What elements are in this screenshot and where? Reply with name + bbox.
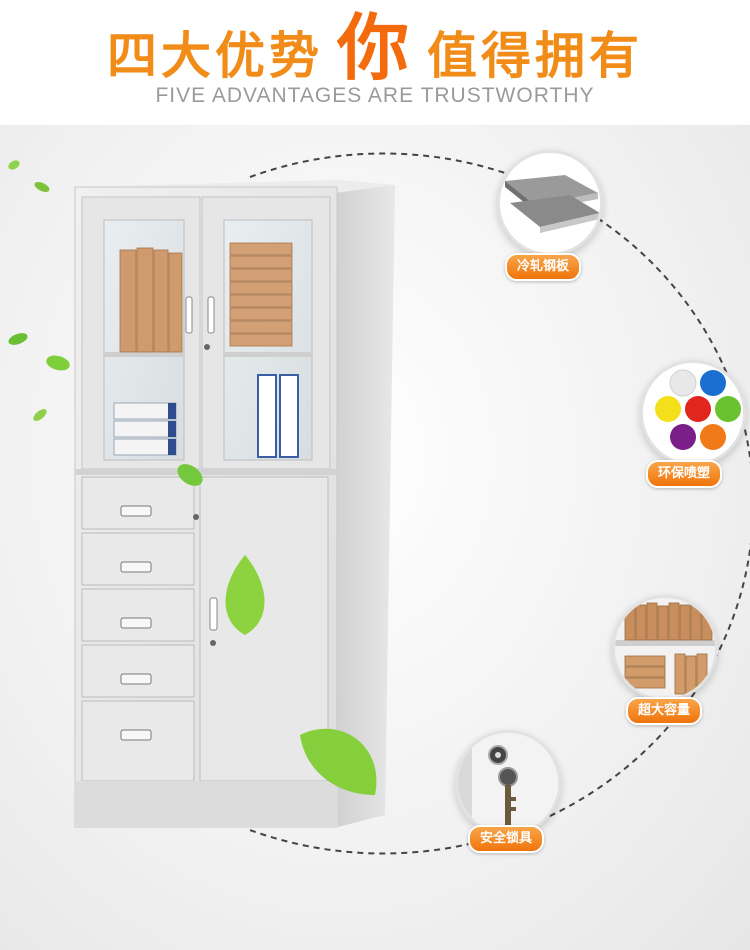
page-header: 四大优势你值得拥有 FIVE ADVANTAGES ARE TRUSTWORTH…	[0, 0, 750, 125]
large-capacity-icon	[615, 598, 715, 698]
feature-badge-lock	[455, 730, 561, 836]
feature-badge-capacity	[612, 595, 718, 701]
powder-coating-icon	[643, 363, 743, 463]
leaf-decoration	[8, 333, 70, 421]
title-part-2: 值得拥有	[427, 27, 643, 85]
leaf-decoration	[225, 555, 265, 635]
title-part-1: 四大优势	[106, 27, 323, 85]
page-subtitle: FIVE ADVANTAGES ARE TRUSTWORTHY	[155, 84, 595, 107]
steel-sheet-icon	[500, 153, 600, 253]
file-cabinet-image	[74, 180, 395, 828]
title-highlight: 你	[336, 6, 413, 90]
feature-label-capacity: 超大容量	[626, 697, 703, 725]
lock-keys-icon	[458, 733, 558, 833]
leaf-decoration	[300, 728, 377, 795]
leaf-decoration	[177, 464, 203, 486]
leaf-decoration	[8, 160, 50, 192]
feature-label-lock: 安全锁具	[468, 825, 545, 853]
feature-label-coating: 环保喷塑	[646, 460, 723, 488]
page-title: 四大优势你值得拥有	[0, 8, 750, 96]
feature-badge-coating	[640, 360, 746, 466]
product-stage: 冷轧钢板 环保喷塑	[0, 125, 750, 950]
feature-badge-steel	[497, 150, 603, 256]
feature-label-steel: 冷轧钢板	[505, 253, 582, 281]
